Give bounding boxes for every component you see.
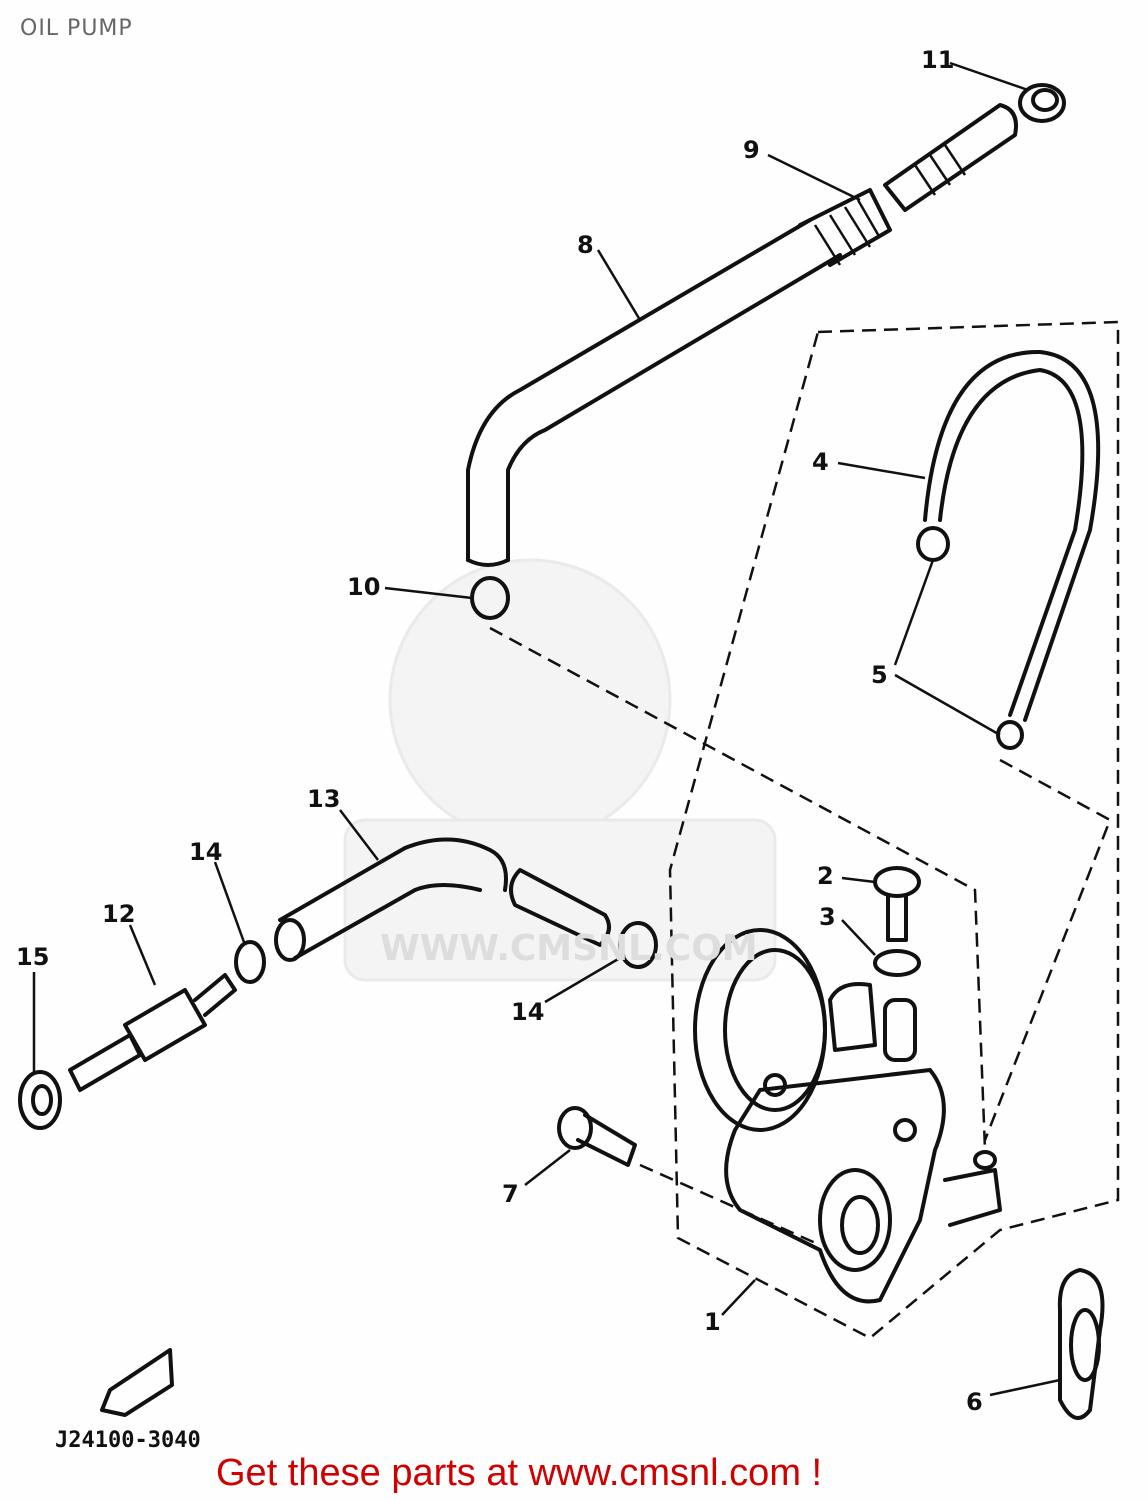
joint-9 xyxy=(883,103,1018,212)
callout-3: 3 xyxy=(819,903,836,931)
callout-14-left: 14 xyxy=(189,838,222,866)
oil-pump-body-1 xyxy=(693,928,1002,1304)
callout-14-right: 14 xyxy=(511,998,544,1026)
callout-13: 13 xyxy=(307,785,340,813)
callout-2: 2 xyxy=(817,862,834,890)
callout-9: 9 xyxy=(743,136,760,164)
callout-4: 4 xyxy=(812,448,829,476)
hose-8 xyxy=(466,188,892,567)
page-title: OIL PUMP xyxy=(20,16,133,41)
hose-short xyxy=(509,868,611,947)
callout-10: 10 xyxy=(347,573,380,601)
front-arrow-icon xyxy=(100,1348,174,1417)
hose-13 xyxy=(274,837,508,962)
bolt-7 xyxy=(557,1106,637,1167)
clip-5-lower xyxy=(996,720,1024,750)
callout-8: 8 xyxy=(577,231,594,259)
cms-watermark xyxy=(343,558,777,982)
clip-14-left xyxy=(234,940,266,984)
clip-5-upper xyxy=(916,526,950,562)
promo-link[interactable]: Get these parts at www.cmsnl.com ! xyxy=(216,1452,823,1494)
gasket-6 xyxy=(1057,1268,1105,1420)
bolt-2 xyxy=(873,866,921,942)
callout-1: 1 xyxy=(704,1308,721,1336)
callout-6: 6 xyxy=(966,1388,983,1416)
watermark-text: WWW.CMSNL.COM xyxy=(380,928,758,969)
washer-3 xyxy=(873,949,921,977)
callout-12: 12 xyxy=(102,900,135,928)
leader-lines xyxy=(32,61,1061,1397)
assembly-outline xyxy=(668,320,1120,1340)
callout-5: 5 xyxy=(871,661,888,689)
callout-7: 7 xyxy=(502,1180,519,1208)
callout-11: 11 xyxy=(921,46,954,74)
washer-15 xyxy=(18,1070,62,1130)
callout-15: 15 xyxy=(16,943,49,971)
diagram-code: J24100-3040 xyxy=(55,1428,201,1453)
clip-14-right xyxy=(618,921,658,969)
hose-4 xyxy=(923,349,1101,722)
clip-11 xyxy=(1018,83,1066,123)
fitting-12 xyxy=(68,973,237,1092)
